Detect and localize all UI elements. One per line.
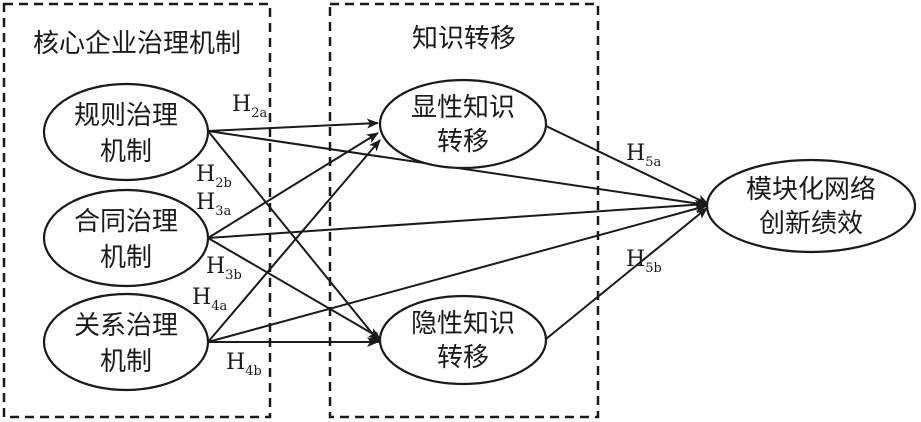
hypothesis-h5b-sub: 5b xyxy=(645,261,662,276)
hypothesis-h4a-sub: 4a xyxy=(211,299,227,314)
hypothesis-h5b-main: H xyxy=(626,247,645,272)
node-innovation-performance: 模块化网络 创新绩效 xyxy=(705,158,917,254)
hypothesis-h3a-main: H xyxy=(196,190,215,215)
node-innovation-performance-shape xyxy=(705,158,917,254)
node-relation-governance: 关系治理 机制 xyxy=(42,292,210,392)
node-relation-governance-line1: 关系治理 xyxy=(74,311,178,341)
node-tacit-knowledge-transfer-shape xyxy=(378,294,548,386)
node-tacit-knowledge-transfer: 隐性知识 转移 xyxy=(378,294,548,386)
edges xyxy=(207,118,709,347)
node-rule-governance: 规则治理 机制 xyxy=(42,82,210,182)
hypothesis-label-h5b: H5b xyxy=(626,247,662,276)
node-innovation-performance-line2: 创新绩效 xyxy=(759,209,863,239)
hypothesis-h5a-main: H xyxy=(626,141,645,166)
hypothesis-h2a-sub: 2a xyxy=(251,106,267,121)
knowledge-transfer-group-title: 知识转移 xyxy=(412,24,516,54)
hypothesis-h4b-sub: 4b xyxy=(245,364,262,379)
node-tacit-knowledge-transfer-line1: 隐性知识 xyxy=(411,309,515,339)
edge-rule-to-explicit xyxy=(207,118,379,132)
hypothesis-h5a-sub: 5a xyxy=(645,155,661,170)
hypothesis-label-h4a: H4a xyxy=(192,285,227,314)
edge-tacit-to-performance xyxy=(545,207,708,340)
node-relation-governance-line2: 机制 xyxy=(100,347,152,377)
node-explicit-knowledge-transfer: 显性知识 转移 xyxy=(378,78,548,170)
edge-contract-to-performance xyxy=(207,199,707,239)
node-rule-governance-line1: 规则治理 xyxy=(74,101,178,131)
edge-explicit-to-performance xyxy=(545,125,709,205)
hypothesis-label-h4b: H4b xyxy=(226,350,262,379)
node-explicit-knowledge-transfer-line1: 显性知识 xyxy=(411,93,515,123)
hypothesis-h4b-main: H xyxy=(226,350,245,375)
edge-relation-to-performance xyxy=(207,204,707,343)
node-tacit-knowledge-transfer-line2: 转移 xyxy=(437,343,489,373)
hypothesis-h2b-sub: 2b xyxy=(215,176,232,191)
hypothesis-h4a-main: H xyxy=(192,285,211,310)
hypothesis-h2a-main: H xyxy=(232,92,251,117)
hypothesis-h3a-sub: 3a xyxy=(215,204,231,219)
node-explicit-knowledge-transfer-shape xyxy=(378,78,548,170)
edge-relation-to-explicit xyxy=(207,139,381,343)
node-innovation-performance-line1: 模块化网络 xyxy=(746,175,876,205)
hypothesis-label-h5a: H5a xyxy=(626,141,661,170)
hypothesis-label-h3a: H3a xyxy=(196,190,231,219)
node-contract-governance-line2: 机制 xyxy=(100,243,152,273)
hypothesis-h3b-sub: 3b xyxy=(225,268,242,283)
node-rule-governance-shape xyxy=(42,82,210,182)
governance-group-box xyxy=(2,2,272,419)
edge-rule-to-tacit xyxy=(207,130,381,344)
node-explicit-knowledge-transfer-line2: 转移 xyxy=(437,127,489,157)
node-rule-governance-line2: 机制 xyxy=(100,137,152,167)
edge-contract-to-explicit xyxy=(207,132,379,239)
hypothesis-h2b-main: H xyxy=(196,162,215,187)
knowledge-transfer-group-box xyxy=(328,2,600,419)
hypothesis-label-h3b: H3b xyxy=(206,254,242,283)
node-contract-governance-line1: 合同治理 xyxy=(74,207,178,237)
hypothesis-h3b-main: H xyxy=(206,254,225,279)
hypothesis-label-h2b: H2b xyxy=(196,162,232,191)
node-contract-governance-shape xyxy=(42,188,210,288)
hypothesis-label-h2a: H2a xyxy=(232,92,267,121)
edge-contract-to-tacit xyxy=(207,237,381,339)
node-relation-governance-shape xyxy=(42,292,210,392)
governance-group-title: 核心企业治理机制 xyxy=(33,29,241,59)
node-contract-governance: 合同治理 机制 xyxy=(42,188,210,288)
